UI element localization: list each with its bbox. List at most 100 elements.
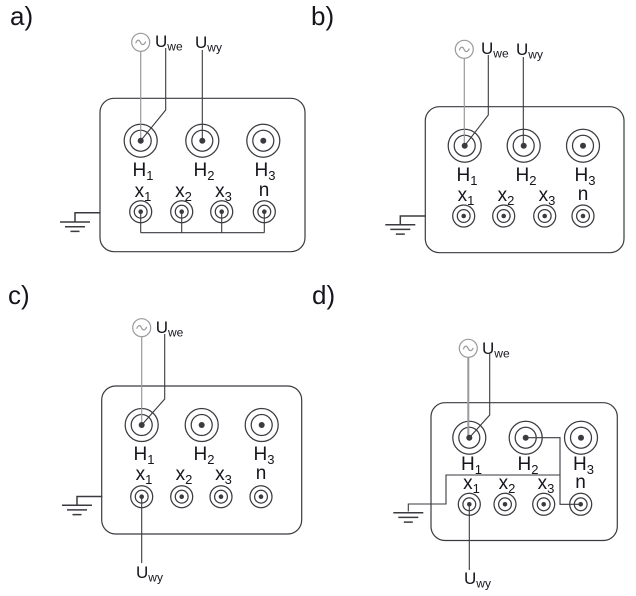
terminal-label-x2: x2 (176, 464, 193, 487)
terminal-label-x1: x1 (135, 181, 152, 204)
panel-b: b) Uwe Uwy H1 H2 H3 x1 x2 x3 n (311, 1, 625, 254)
terminal-label-n: n (259, 180, 270, 201)
ground-icon (393, 511, 424, 523)
terminal-label-n: n (575, 472, 586, 493)
terminal-label-H3: H3 (255, 160, 276, 183)
uwy-label: Uwy (195, 33, 222, 55)
terminal-label-H2: H2 (194, 444, 215, 467)
terminal-dots (461, 142, 586, 219)
uwe-label: Uwe (156, 318, 184, 340)
ac-source-icon (132, 318, 152, 338)
terminal-H3-center-dot (260, 137, 267, 144)
wire-H2-to-n (525, 437, 581, 505)
terminals (447, 128, 601, 228)
terminal-label-x3: x3 (539, 185, 556, 208)
terminal-x2-center-dot (502, 502, 508, 507)
terminal-x1-center-dot (138, 209, 143, 214)
terminal-label-H2: H2 (518, 454, 539, 477)
terminal-x3-center-dot (542, 213, 547, 219)
terminal-H3-center-dot (258, 422, 265, 428)
terminal-label-H2: H2 (194, 160, 215, 183)
terminal-H2-center-dot (522, 434, 529, 441)
terminal-label-x1: x1 (136, 464, 153, 487)
sine-wave-icon (135, 39, 147, 46)
terminals (123, 123, 281, 224)
sine-wave-icon (458, 46, 470, 53)
panel-a: a) Uwe Uwy H1 H2 H3 x1 x2 x3 n (10, 1, 306, 253)
terminal-label-x3: x3 (215, 181, 232, 204)
terminal-H2-center-dot (520, 142, 527, 149)
terminal-label-H2: H2 (516, 165, 537, 188)
ac-source-icon (454, 39, 474, 59)
sine-wave-icon (136, 325, 148, 331)
terminal-label-x2: x2 (175, 181, 192, 204)
terminal-label-x1: x1 (458, 185, 475, 208)
ac-source-icon (458, 338, 478, 358)
terminal-label-H3: H3 (575, 165, 596, 188)
terminal-x3-center-dot (219, 209, 224, 214)
terminal-label-x1: x1 (463, 473, 480, 496)
terminal-dots (138, 422, 265, 500)
terminal-x2-center-dot (501, 213, 507, 219)
wire-uwe-to-H1 (141, 334, 166, 426)
terminal-label-H3: H3 (254, 444, 275, 467)
terminal-x1-center-dot (461, 213, 467, 219)
terminal-dots (137, 137, 267, 214)
terminal-n-center-dot (258, 494, 264, 500)
wire-uwe-to-H1 (464, 55, 489, 147)
wires (140, 48, 265, 234)
wire-uwe-to-H1 (140, 48, 167, 142)
terminal-label-x2: x2 (498, 185, 515, 208)
terminal-x1-center-dot (139, 494, 144, 500)
terminal-H3-center-dot (578, 434, 584, 441)
terminal-n-center-dot (580, 213, 586, 219)
terminal-H1-center-dot (466, 434, 473, 441)
terminal-x3-center-dot (218, 494, 224, 500)
terminal-label-n: n (256, 463, 267, 484)
uwe-label: Uwe (481, 39, 509, 61)
terminal-dots (466, 434, 584, 507)
terminal-label-x3: x3 (215, 464, 232, 487)
terminal-x3-center-dot (541, 502, 546, 507)
terminal-x2-center-dot (179, 209, 184, 214)
terminal-n-center-dot (262, 209, 267, 214)
uwy-label: Uwy (464, 569, 491, 591)
ground-icon (62, 495, 103, 516)
ac-source-icon (131, 32, 151, 52)
terminal-H3-center-dot (580, 142, 586, 149)
terminal-n-center-dot (578, 502, 583, 507)
terminal-H2-center-dot (198, 422, 205, 428)
panel-c: c) Uwe Uwy H1 H2 H3 x1 x2 x3 n (8, 280, 303, 585)
terminal-label-x3: x3 (538, 473, 555, 496)
terminal-H1-center-dot (461, 142, 468, 149)
panel-d: d) Uwe Uwy H1 H2 H3 x1 x2 x3 n (312, 280, 618, 591)
terminal-label-H1: H1 (134, 444, 155, 467)
uwe-label: Uwe (482, 339, 510, 361)
terminal-label-H1: H1 (133, 160, 154, 183)
ground-icon (385, 215, 426, 235)
wires (463, 55, 524, 147)
panel-letter: a) (10, 1, 33, 31)
terminal-label-x2: x2 (499, 473, 516, 496)
uwy-label: Uwy (516, 40, 543, 62)
wire-ground-to-link (407, 474, 560, 512)
wires (141, 334, 166, 563)
terminal-label-H1: H1 (457, 165, 478, 188)
panel-letter: d) (312, 280, 335, 310)
terminal-label-n: n (578, 184, 589, 205)
wires (407, 354, 581, 570)
terminal-H2-center-dot (199, 137, 206, 144)
terminal-H1-center-dot (137, 137, 144, 144)
sine-wave-icon (462, 345, 474, 352)
panel-letter: b) (311, 1, 334, 31)
terminal-x2-center-dot (179, 494, 184, 500)
terminal-label-H1: H1 (461, 454, 482, 477)
terminal-x1-center-dot (467, 502, 472, 507)
uwe-label: Uwe (155, 32, 183, 54)
terminal-label-H3: H3 (573, 454, 594, 477)
ground-icon (60, 211, 101, 233)
uwy-label: Uwy (136, 563, 163, 585)
wire-uwe-to-H1 (468, 354, 491, 439)
